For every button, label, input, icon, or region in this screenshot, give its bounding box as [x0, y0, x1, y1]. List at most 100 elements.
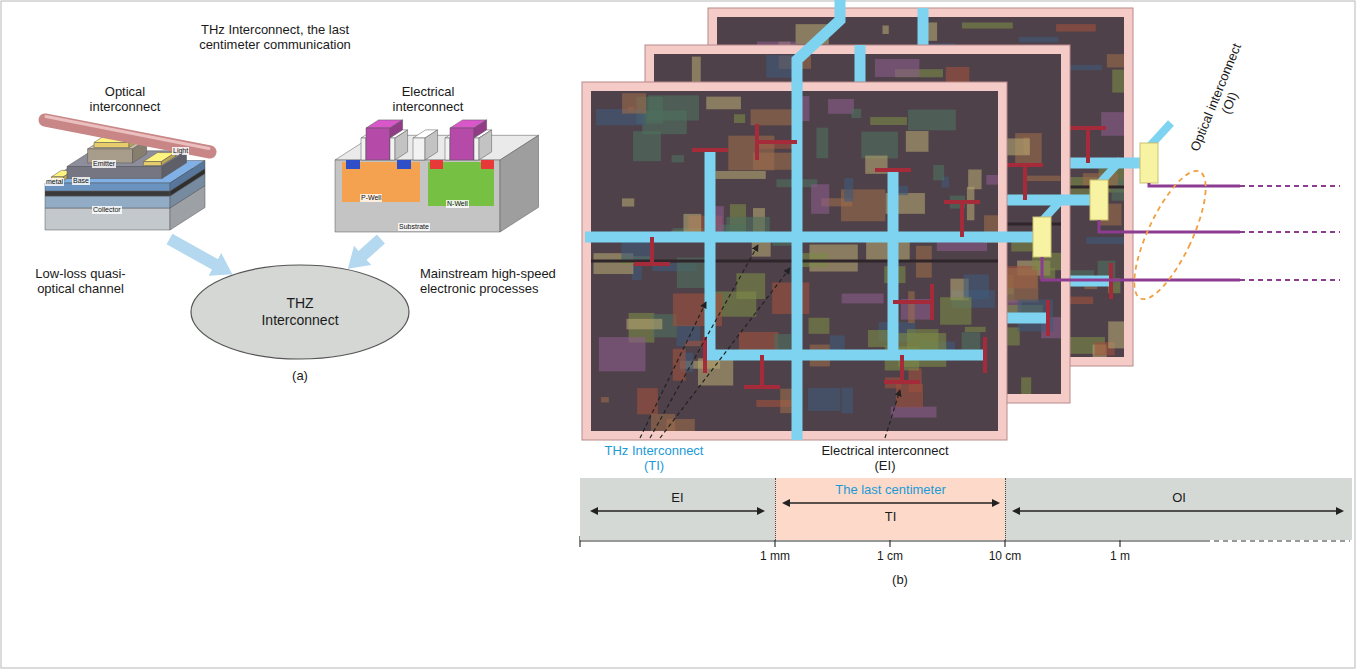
- circuit-block: [766, 55, 795, 78]
- circuit-block: [1019, 37, 1058, 43]
- part-name: N-Well: [446, 200, 469, 208]
- thz-waveguide: [705, 350, 985, 361]
- label-slot: 10 cm: [975, 549, 1035, 563]
- electrical-wire: [760, 355, 764, 387]
- illustration-panel: Electrical interconnectMainstream high-s…: [330, 118, 542, 236]
- range-arrow-head: [992, 499, 1000, 507]
- circuit-block: [626, 319, 662, 329]
- text-slot: Mainstream high-speed electronic process…: [420, 266, 560, 296]
- circuit-block: [715, 171, 765, 179]
- scale-band: EI: [580, 478, 775, 540]
- circuit-block: [622, 198, 634, 206]
- circuit-block: [648, 95, 699, 120]
- range-label: TI: [776, 509, 1005, 524]
- circuit-block: [772, 282, 809, 314]
- scale-band: OI: [1005, 478, 1352, 540]
- label-slot: THz Interconnect (TI): [596, 443, 712, 473]
- label-slot: 1 cm: [860, 549, 920, 563]
- optical-transceiver: [1033, 217, 1051, 257]
- optical-transceiver: [1140, 143, 1158, 183]
- part-caption: Low-loss quasi-optical channel: [28, 266, 133, 296]
- n-plus-region: [397, 160, 411, 169]
- p-plus-region: [430, 160, 443, 169]
- label-slot: Base: [72, 169, 90, 187]
- label-slot: (a): [280, 368, 320, 383]
- circuit-block: [809, 318, 830, 334]
- light-guide-highlight: [46, 117, 209, 149]
- optical-fiber-continuation: [1240, 185, 1340, 187]
- optical-transceiver: [1090, 180, 1108, 220]
- circuit-block: [1101, 112, 1124, 136]
- gate-spacer-front: [361, 138, 366, 160]
- label-slot: P-Well: [360, 186, 382, 204]
- circuit-block: [637, 388, 658, 414]
- circuit-block: [808, 388, 840, 411]
- range-label: OI: [1006, 490, 1352, 505]
- part-heading: Electrical interconnect: [388, 84, 468, 114]
- electrical-wire: [703, 337, 707, 373]
- scale-axis-continuation: [1205, 540, 1350, 541]
- circuit-block: [891, 407, 937, 418]
- interconnect-ellipse: THZ Interconnect: [190, 264, 410, 360]
- substrate-block-side: [500, 135, 539, 232]
- emitter-metal-pad-front: [94, 143, 129, 148]
- circuit-block: [601, 397, 609, 402]
- label-slot: Collector: [92, 198, 122, 216]
- isolation-block-side: [425, 130, 438, 160]
- circuit-block: [851, 109, 861, 118]
- circuit-block: [1069, 65, 1102, 70]
- circuit-block: [861, 132, 898, 159]
- thz-waveguide-riser: [797, 0, 840, 86]
- label-slot: Light: [172, 139, 189, 157]
- circuit-block: [1056, 24, 1096, 31]
- circuit-block: [906, 131, 929, 152]
- label-slot: THz Interconnect, the last centimeter co…: [190, 22, 360, 52]
- text-slot: TI: [776, 509, 1005, 524]
- range-arrow-svg: [580, 478, 775, 540]
- electrical-wire: [884, 380, 920, 384]
- label-slot: 1 mm: [745, 549, 805, 563]
- range-arrow-head: [1336, 507, 1344, 515]
- electrical-wire: [893, 300, 932, 304]
- label-slot: Optical interconnect (OI): [1185, 36, 1260, 163]
- part-heading: Optical interconnect: [85, 84, 165, 114]
- circuit-block: [842, 294, 884, 304]
- circuit-block: [1023, 176, 1060, 181]
- circuit-block: [933, 165, 944, 180]
- scale-axis: [580, 540, 1205, 541]
- poly-gate-front: [450, 128, 474, 160]
- chip-layer: [582, 82, 1033, 440]
- electrical-wire: [983, 337, 987, 373]
- electrical-wire: [757, 140, 797, 144]
- circuit-block: [875, 59, 919, 77]
- range-label: The last centimeter: [776, 482, 1005, 497]
- part-name: Collector: [92, 206, 122, 214]
- optical-fiber: [1042, 257, 1240, 280]
- right-metal-pad-front: [143, 162, 161, 166]
- circuit-block: [1112, 70, 1124, 93]
- part-name: Substrate: [398, 223, 430, 231]
- range-arrow-line: [788, 502, 994, 503]
- gate-spacer: [474, 130, 492, 160]
- gate-spacer: [390, 130, 408, 160]
- range-arrow-head: [1012, 507, 1020, 515]
- range-arrow-head: [590, 507, 598, 515]
- isolation-block: [413, 130, 438, 160]
- label-slot: Electrical interconnect (EI): [815, 443, 955, 473]
- circuit-block: [651, 414, 675, 431]
- electrical-wire: [875, 168, 911, 172]
- figure-label: (a): [280, 368, 320, 383]
- electrical-wire: [650, 237, 654, 264]
- circuit-block: [672, 155, 684, 162]
- right-metal-pad: [143, 153, 175, 166]
- part-name: Light: [172, 147, 189, 155]
- text-slot: OI: [1006, 490, 1352, 505]
- gate-spacer-front: [445, 138, 450, 160]
- circuit-block: [896, 384, 923, 407]
- text-slot: EI: [580, 490, 775, 505]
- electrical-wire: [1086, 128, 1090, 163]
- electrical-wire: [1007, 163, 1043, 167]
- figure-label: THz Interconnect (TI): [596, 443, 712, 473]
- part-name: P-Well: [360, 194, 382, 202]
